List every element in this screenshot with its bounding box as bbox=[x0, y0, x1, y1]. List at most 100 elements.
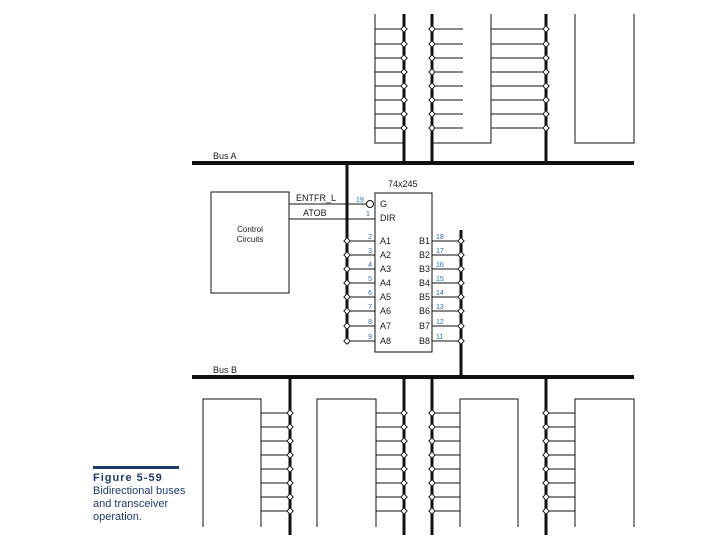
bidirectional-connector bbox=[343, 293, 351, 301]
chip-a-pin-name: A5 bbox=[380, 292, 391, 302]
chip-pin-number: 2 bbox=[368, 234, 372, 241]
chip-pin-number: 4 bbox=[368, 262, 372, 269]
active-low-bubble bbox=[366, 200, 374, 208]
bidirectional-connector bbox=[428, 465, 436, 473]
bidirectional-connector bbox=[343, 307, 351, 315]
chip-b-pin-name: B4 bbox=[419, 278, 430, 288]
bidirectional-connector bbox=[286, 451, 294, 459]
bus-b-label: Bus B bbox=[213, 365, 237, 375]
bidirectional-connector bbox=[457, 251, 465, 259]
chip-a-pin-name: A1 bbox=[380, 236, 391, 246]
device-box bbox=[459, 398, 519, 527]
bidirectional-connector bbox=[400, 451, 408, 459]
bidirectional-connector bbox=[400, 507, 408, 515]
bidirectional-connector bbox=[400, 68, 408, 76]
bidirectional-connector bbox=[542, 423, 550, 431]
chip-pin-number: 8 bbox=[368, 319, 372, 326]
device-box bbox=[316, 398, 377, 527]
chip-pin-number: 14 bbox=[436, 290, 444, 297]
bidirectional-connector bbox=[428, 25, 436, 33]
bidirectional-connector bbox=[343, 237, 351, 245]
bidirectional-connector bbox=[400, 96, 408, 104]
bidirectional-connector bbox=[343, 322, 351, 330]
chip-pin-number: 3 bbox=[368, 248, 372, 255]
bidirectional-connector bbox=[542, 507, 550, 515]
bidirectional-connector bbox=[400, 82, 408, 90]
bidirectional-connector bbox=[542, 40, 550, 48]
bidirectional-connector bbox=[457, 337, 465, 345]
chip-pin-number: 17 bbox=[436, 248, 444, 255]
chip-pin-number: 11 bbox=[436, 334, 443, 341]
enable-signal-label: ENTFR_L bbox=[296, 193, 336, 203]
bidirectional-connector bbox=[542, 124, 550, 132]
bidirectional-connector bbox=[343, 337, 351, 345]
bidirectional-connector bbox=[428, 68, 436, 76]
bidirectional-connector bbox=[400, 479, 408, 487]
bidirectional-connector bbox=[542, 96, 550, 104]
chip-pin-number: 5 bbox=[368, 276, 372, 283]
bidirectional-connector bbox=[542, 493, 550, 501]
chip-pin-number: 9 bbox=[368, 334, 372, 341]
bidirectional-connector bbox=[400, 409, 408, 417]
bidirectional-connector bbox=[542, 82, 550, 90]
bidirectional-connector bbox=[457, 237, 465, 245]
bidirectional-connector bbox=[286, 409, 294, 417]
bidirectional-connector bbox=[286, 507, 294, 515]
device-box bbox=[574, 398, 635, 527]
figure-caption: Figure 5-59 Bidirectional buses and tran… bbox=[93, 466, 203, 524]
control-box-label: Control bbox=[237, 225, 263, 234]
caption-line: operation. bbox=[93, 511, 142, 523]
chip-pin-number: 12 bbox=[436, 319, 444, 326]
bidirectional-connector bbox=[400, 124, 408, 132]
chip-pin-number: 7 bbox=[368, 304, 372, 311]
chip-b-pin-name: B8 bbox=[419, 336, 430, 346]
chip-b-pin-name: B1 bbox=[419, 236, 430, 246]
chip-pin-number: 13 bbox=[436, 304, 444, 311]
bidirectional-connector bbox=[428, 40, 436, 48]
bidirectional-connector bbox=[428, 493, 436, 501]
chip-a-pin-name: A4 bbox=[380, 278, 391, 288]
bidirectional-connector bbox=[428, 124, 436, 132]
bidirectional-connector bbox=[400, 465, 408, 473]
bidirectional-connector bbox=[428, 479, 436, 487]
control-box-label: Circuits bbox=[237, 235, 264, 244]
bidirectional-connector bbox=[343, 265, 351, 273]
chip-pin-number: 6 bbox=[368, 290, 372, 297]
bidirectional-connector bbox=[286, 437, 294, 445]
bidirectional-connector bbox=[428, 507, 436, 515]
bidirectional-connector bbox=[457, 293, 465, 301]
chip-b-pin-name: B3 bbox=[419, 264, 430, 274]
bidirectional-connector bbox=[542, 437, 550, 445]
bidirectional-connector bbox=[457, 307, 465, 315]
bidirectional-connector bbox=[343, 279, 351, 287]
control-circuits-box bbox=[210, 191, 290, 294]
bus-a-label: Bus A bbox=[213, 151, 237, 161]
chip-a-pin-name: A7 bbox=[380, 321, 391, 331]
device-box bbox=[574, 14, 635, 144]
caption-rule bbox=[93, 466, 179, 469]
bidirectional-connector bbox=[428, 451, 436, 459]
caption-line: and transceiver bbox=[93, 498, 169, 510]
chip-b-pin-name: B2 bbox=[419, 250, 430, 260]
bidirectional-connector bbox=[428, 54, 436, 62]
bidirectional-connector bbox=[542, 110, 550, 118]
bidirectional-connector bbox=[428, 437, 436, 445]
bidirectional-connector bbox=[542, 409, 550, 417]
chip-pin-number: 19 bbox=[356, 197, 364, 204]
caption-line: Bidirectional buses bbox=[93, 485, 186, 497]
bidirectional-connector bbox=[542, 68, 550, 76]
bidirectional-connector bbox=[428, 82, 436, 90]
bidirectional-connector bbox=[286, 423, 294, 431]
bidirectional-connector bbox=[400, 25, 408, 33]
bidirectional-connector bbox=[400, 54, 408, 62]
bidirectional-connector bbox=[457, 279, 465, 287]
chip-a-pin-name: A6 bbox=[380, 306, 391, 316]
bidirectional-connector bbox=[286, 479, 294, 487]
bidirectional-connector bbox=[457, 322, 465, 330]
chip-b-pin-name: B5 bbox=[419, 292, 430, 302]
chip-pin-name: G bbox=[380, 199, 387, 209]
chip-a-pin-name: A3 bbox=[380, 264, 391, 274]
bidirectional-connector bbox=[428, 110, 436, 118]
